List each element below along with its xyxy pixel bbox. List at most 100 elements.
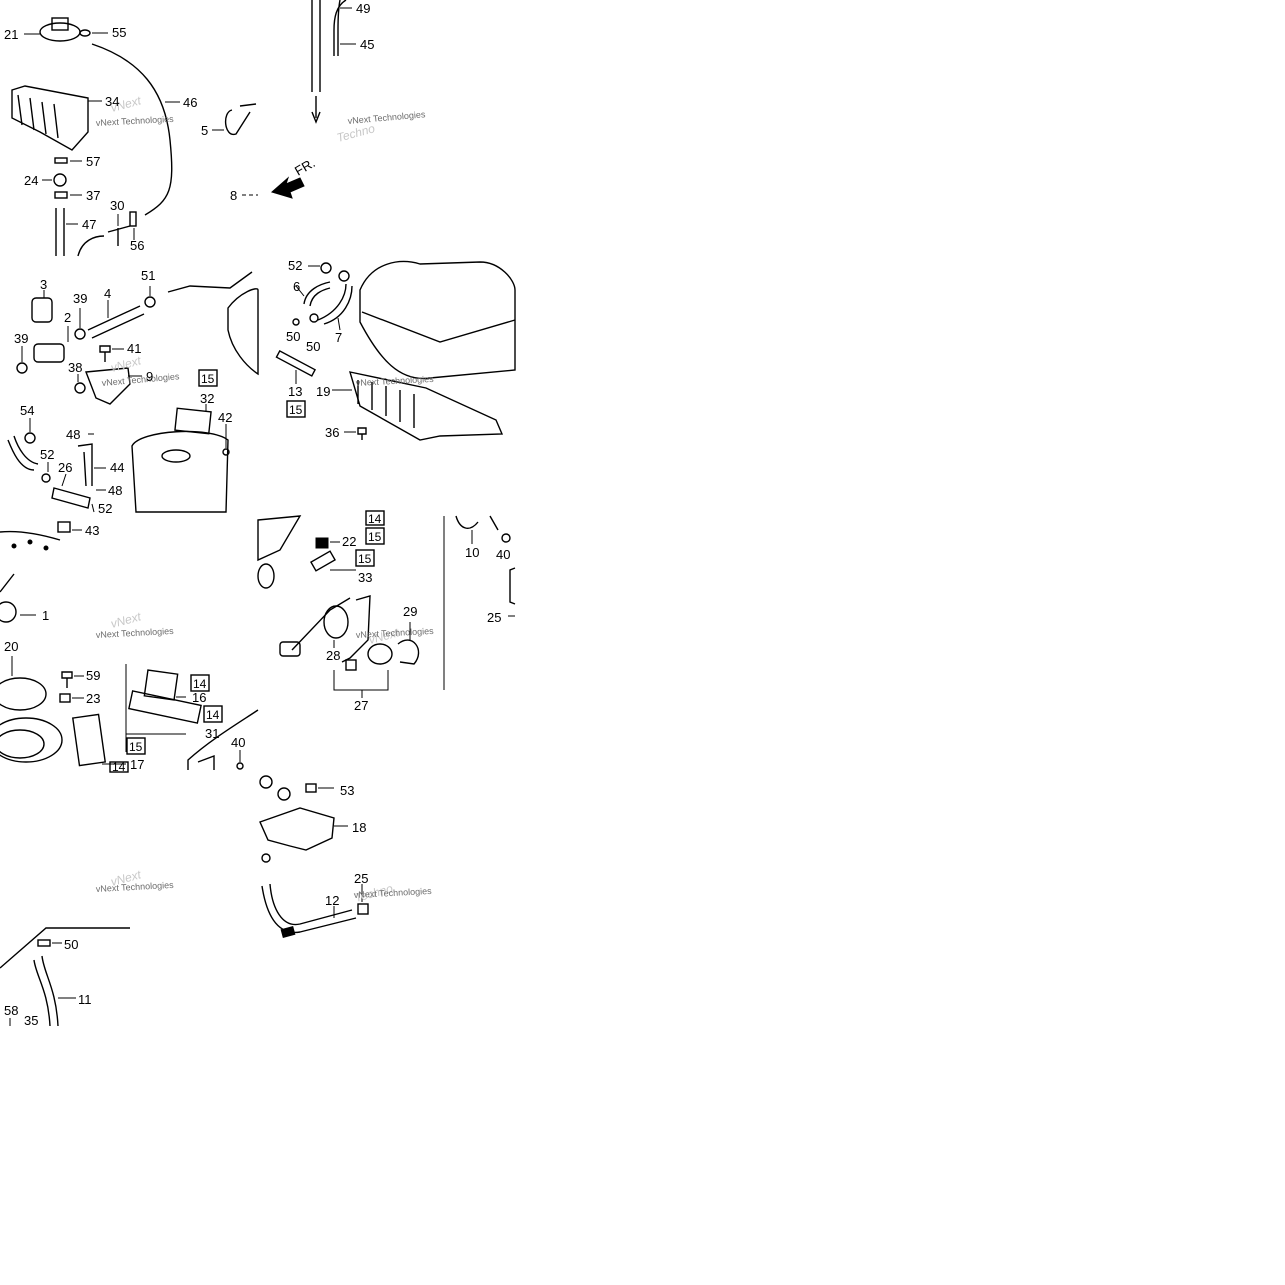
valve-bracket: [259, 807, 335, 851]
callout-29: 29: [403, 604, 417, 619]
callout-21: 21: [4, 27, 18, 42]
callout-47: 47: [82, 217, 96, 232]
overflow-hose: [77, 443, 93, 487]
callout-19: 19: [316, 384, 330, 399]
callout-25b: 25: [354, 871, 368, 886]
callout-39b: 39: [14, 331, 28, 346]
tile-top-left: vNext vNext Technologies: [11, 17, 258, 257]
vent-tube: [333, 0, 347, 56]
svg-text:vNext Technologies: vNext Technologies: [96, 880, 175, 894]
hose-clamp: [16, 362, 28, 374]
callout-51: 51: [141, 268, 155, 283]
callout-35: 35: [24, 1013, 38, 1028]
callout-55: 55: [112, 25, 126, 40]
tile-bottom-middle: Techno vNext Technologies: [259, 775, 433, 939]
boxed-references: 15 15 14 15 15 14 14 15 14: [109, 369, 385, 774]
nut-53: [305, 783, 317, 793]
gasket: [0, 677, 47, 711]
fuel-filter: [33, 343, 65, 363]
boxed-15e: 15: [129, 740, 143, 754]
callout-37: 37: [86, 188, 100, 203]
hose-12: [261, 883, 357, 934]
fuel-tank: [131, 430, 229, 513]
callout-50a: 50: [286, 329, 300, 344]
callout-52c: 52: [288, 258, 302, 273]
svg-text:vNext: vNext: [109, 353, 143, 375]
callout-52a: 52: [40, 447, 54, 462]
rubber-cushion: [315, 537, 329, 549]
fuel-cap: [39, 22, 81, 42]
callout-50b: 50: [306, 339, 320, 354]
filler-neck: [11, 85, 89, 151]
callout-1: 1: [42, 608, 49, 623]
front-label: FR.: [292, 155, 318, 178]
o-ring: [79, 29, 91, 37]
pipe-33: [310, 550, 336, 572]
callout-25a: 25: [487, 610, 501, 625]
strip: [275, 350, 317, 377]
gauge-gasket: [323, 605, 349, 639]
nut: [57, 521, 71, 533]
fuel-hose: [87, 305, 145, 339]
callout-24: 24: [24, 173, 38, 188]
breather-tube: [91, 43, 173, 216]
tile-lower-right: [455, 515, 516, 617]
callout-22: 22: [342, 534, 356, 549]
callout-8: 8: [230, 188, 237, 203]
filter-pipe: [51, 487, 91, 509]
callout-6: 6: [293, 279, 300, 294]
callout-57: 57: [86, 154, 100, 169]
callout-49: 49: [356, 1, 370, 16]
boxed-15c: 15: [368, 530, 382, 544]
callout-59: 59: [86, 668, 100, 683]
clamp: [144, 296, 156, 308]
front-direction-arrow: [270, 176, 305, 199]
washer: [59, 693, 71, 703]
fuel-gauge-arm: [291, 597, 351, 651]
bolt: [99, 345, 111, 362]
lock-ring: [397, 639, 420, 665]
callout-50c: 50: [64, 937, 78, 952]
callout-7: 7: [335, 330, 342, 345]
grommet: [53, 173, 67, 187]
engine-part: [227, 288, 259, 376]
tile-middle-center: vNext Technologies: [275, 260, 516, 441]
connecting-hose: [7, 435, 39, 471]
vent-rod: [311, 0, 321, 92]
screw: [61, 671, 73, 688]
callout-3: 3: [40, 277, 47, 292]
svg-text:vNext Technologies: vNext Technologies: [354, 886, 433, 900]
svg-text:vNext Technologies: vNext Technologies: [356, 626, 435, 640]
callout-40a: 40: [231, 735, 245, 750]
boxed-14a: 14: [368, 512, 382, 526]
svg-text:vNext Technologies: vNext Technologies: [356, 374, 435, 388]
callout-11: 11: [78, 992, 92, 1007]
clip-50: [37, 939, 51, 947]
caution-label: [174, 407, 212, 435]
callout-38: 38: [68, 360, 82, 375]
tray-bolt: [357, 427, 367, 440]
callout-31: 31: [205, 726, 219, 741]
callout-27: 27: [354, 698, 368, 713]
boxed-14c: 14: [206, 708, 220, 722]
hose-7: [317, 283, 353, 325]
label-31: [128, 690, 202, 724]
damper-rubber: [31, 297, 53, 323]
callout-46: 46: [183, 95, 197, 110]
callout-32: 32: [200, 391, 214, 406]
callout-4: 4: [104, 286, 111, 301]
callout-56: 56: [130, 238, 144, 253]
boxed-14b: 14: [193, 677, 207, 691]
callout-44: 44: [110, 460, 124, 475]
callout-26: 26: [58, 460, 72, 475]
boxed-15a: 15: [201, 372, 215, 386]
callout-41: 41: [127, 341, 141, 356]
boxed-14d: 14: [112, 760, 126, 774]
svg-text:vNext Technologies: vNext Technologies: [347, 109, 426, 126]
callout-9: 9: [146, 369, 153, 384]
fuel-pump: [0, 601, 17, 623]
callout-30: 30: [110, 198, 124, 213]
watermark: vNext Technologies: [96, 114, 175, 128]
callout-2: 2: [64, 310, 71, 325]
callout-labels: 21 55 34 46 5 57 24 37 8 30 47 56 49 45 …: [4, 1, 510, 1028]
